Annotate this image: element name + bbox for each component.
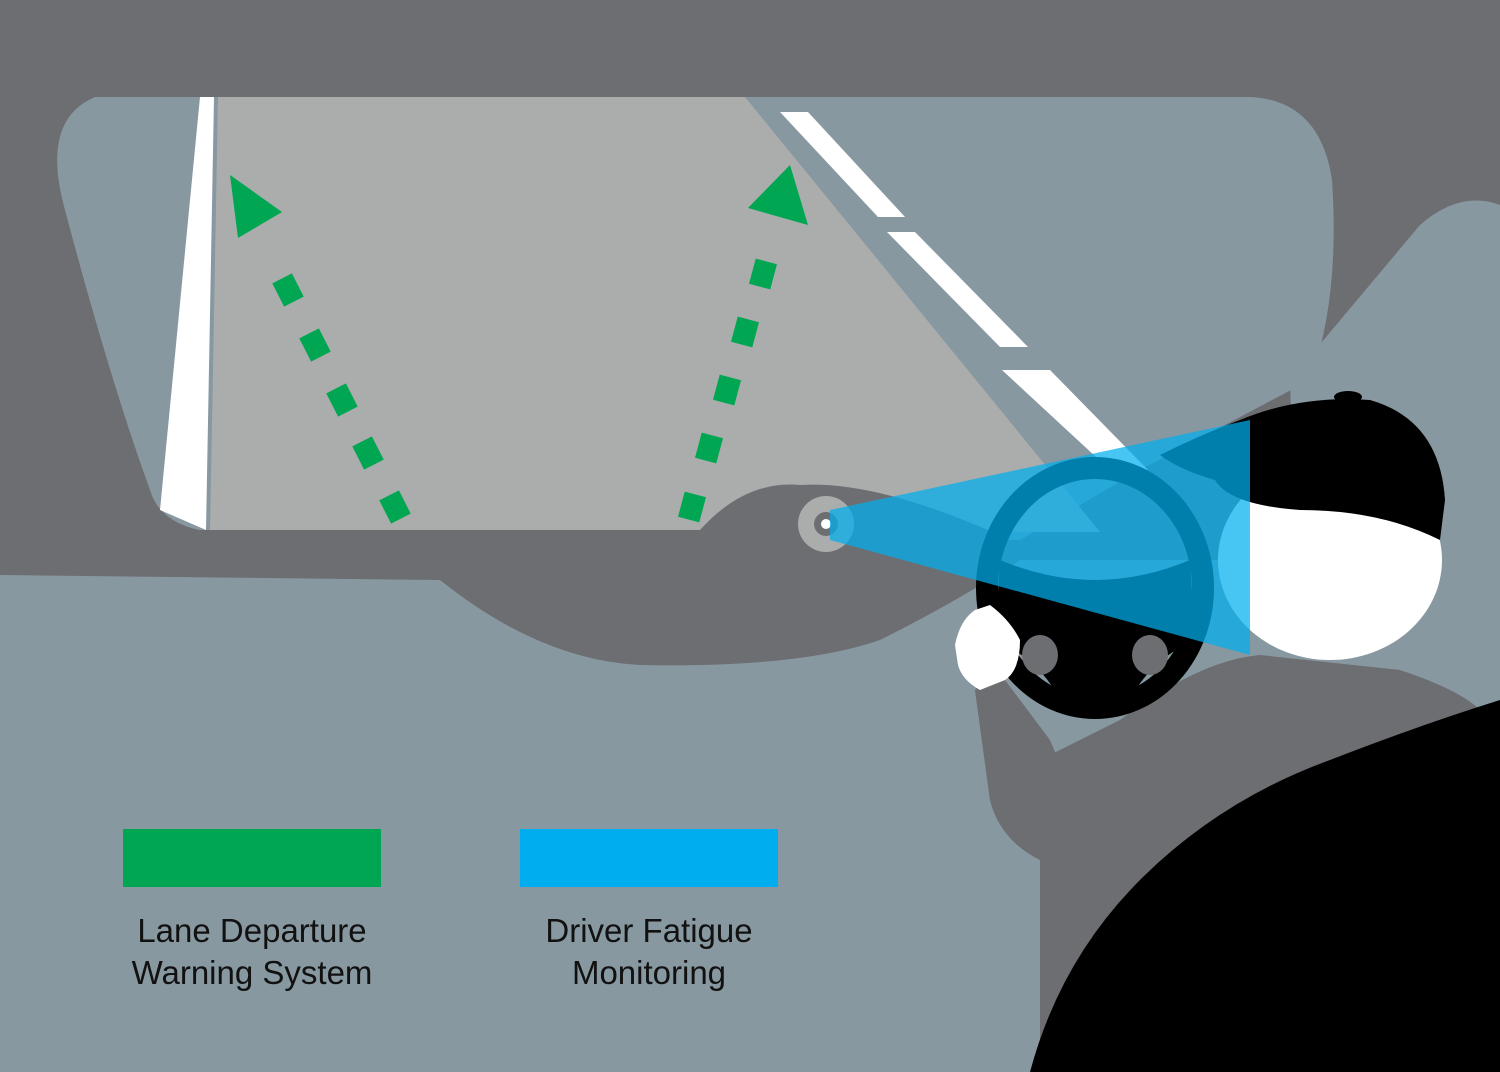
camera-lens [821, 519, 831, 529]
road-surface [210, 97, 1100, 532]
arrow-dash [749, 258, 777, 290]
arrow-dash [731, 316, 759, 348]
arrow-dash [713, 374, 741, 406]
road-edge-line [160, 97, 214, 530]
lane-departure-arrows [230, 165, 808, 524]
arrow-dash [352, 436, 384, 470]
driver-jacket [1030, 700, 1500, 1072]
driver-arm [975, 678, 1100, 860]
arrow-dash [299, 328, 331, 362]
arrow-dash [272, 273, 304, 307]
lane-dash [887, 232, 1028, 347]
arrow-dash [695, 432, 723, 464]
camera-field-of-view [830, 420, 1250, 655]
arrow-dash [379, 490, 411, 524]
arrow-dash [326, 383, 358, 417]
cap-button [1334, 391, 1362, 403]
lane-departure-label: Lane Departure Warning System [131, 912, 373, 991]
steering-wheel-hole [1022, 635, 1058, 675]
arrow-dash [678, 491, 706, 523]
arrow-head [748, 165, 808, 225]
lane-dash [780, 112, 905, 217]
dashboard [0, 484, 1020, 666]
driver-fatigue-swatch [520, 829, 778, 887]
arrow-head [230, 175, 282, 238]
door-panel [0, 560, 1300, 1072]
steering-wheel-hole [1132, 635, 1168, 675]
driver-hand [955, 605, 1020, 690]
lane-dash [1002, 370, 1148, 470]
driver-fatigue-label: Driver Fatigue Monitoring [545, 912, 753, 991]
lane-departure-swatch [123, 829, 381, 887]
